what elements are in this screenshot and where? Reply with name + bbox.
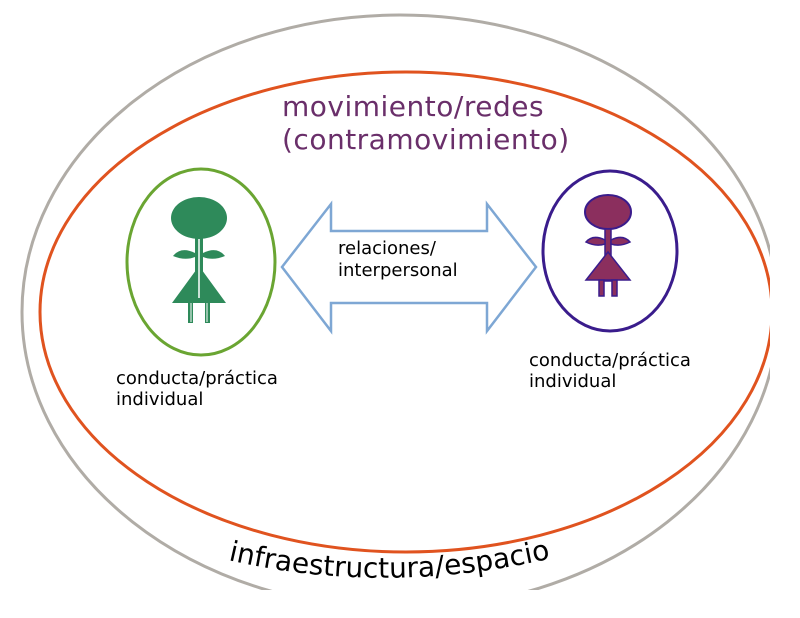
right-crop-mask xyxy=(770,200,800,430)
left-caption-line1: conducta/práctica xyxy=(116,368,278,389)
movement-title-line2: (contramovimiento) xyxy=(282,123,570,156)
right-individual-ring xyxy=(541,169,679,333)
infrastructure-label: infraestructura/espacio xyxy=(226,533,552,585)
relations-label-line2: interpersonal xyxy=(338,260,458,281)
bottom-crop-mask xyxy=(0,590,800,618)
movement-title-line1: movimiento/redes xyxy=(282,90,545,123)
relations-label-line1: relaciones/ xyxy=(338,238,436,259)
left-caption-line2: individual xyxy=(116,389,204,410)
woman-figure-icon xyxy=(171,197,227,323)
bidirectional-arrow xyxy=(280,200,538,335)
woman-figure-icon xyxy=(584,194,632,297)
right-caption-line2: individual xyxy=(529,371,617,392)
left-individual-ring xyxy=(125,167,277,357)
right-caption-line1: conducta/práctica xyxy=(529,350,691,371)
